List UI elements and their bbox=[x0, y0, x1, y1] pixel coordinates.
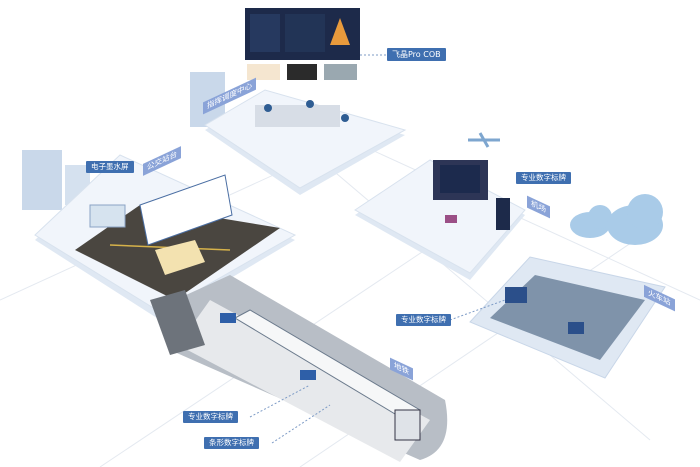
airport-platform bbox=[354, 159, 526, 280]
bus-stop-platform bbox=[34, 154, 297, 320]
label-cob: 飞晶Pro COB bbox=[387, 48, 446, 61]
label-airport-signage: 专业数字标牌 bbox=[516, 172, 571, 184]
cloud-icon bbox=[570, 194, 663, 245]
subway-tunnel bbox=[150, 275, 448, 462]
label-train-signage: 专业数字标牌 bbox=[396, 314, 451, 326]
command-center-platform bbox=[204, 89, 407, 195]
airplane-icon bbox=[468, 132, 500, 148]
label-eink: 电子墨水屏 bbox=[86, 161, 134, 173]
train-station-platform bbox=[449, 256, 666, 379]
label-bar-signage: 条形数字标牌 bbox=[204, 437, 259, 449]
building-icon bbox=[22, 150, 62, 210]
escalator bbox=[150, 290, 205, 355]
label-subway-signage: 专业数字标牌 bbox=[183, 411, 238, 423]
video-wall bbox=[245, 8, 387, 80]
